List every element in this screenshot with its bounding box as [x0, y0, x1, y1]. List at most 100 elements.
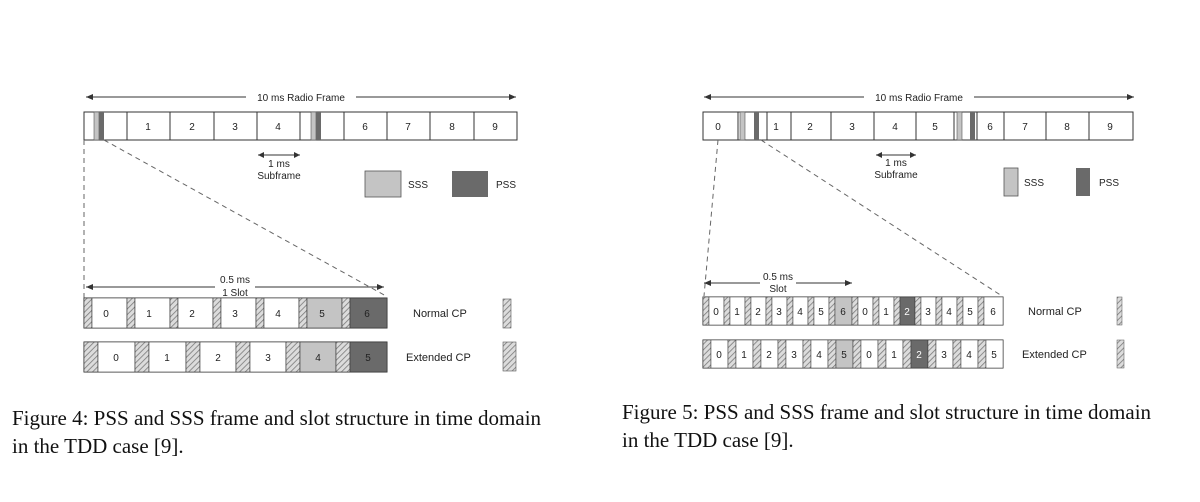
cyclic-prefix: [83, 297, 93, 329]
cyclic-prefix: [83, 341, 99, 373]
ofdm-symbol: [177, 297, 214, 329]
cyclic-prefix: [914, 296, 922, 326]
pss-legend-label: PSS: [1099, 178, 1119, 189]
cyclic-prefix: [727, 339, 737, 369]
cyclic-prefix: [744, 296, 752, 326]
subframe-label: 8: [1064, 122, 1070, 133]
symbol-label: 4: [275, 309, 281, 320]
symbol-label: 0: [113, 353, 119, 364]
cyclic-prefix: [977, 296, 985, 326]
caption-line: in the TDD case [9].: [12, 434, 184, 458]
cyclic-prefix: [212, 297, 222, 329]
symbol-label: 5: [841, 350, 847, 361]
subframe-label: 1: [773, 122, 779, 133]
normal-cp-row: 0 1 2 3 4 5 6 Normal CP: [83, 297, 512, 329]
sss-legend-label: SSS: [408, 180, 428, 191]
symbol-label: 0: [716, 350, 722, 361]
symbol-label: 4: [946, 307, 952, 318]
ofdm-symbol: [263, 297, 300, 329]
slot-word-label: 1 Slot: [222, 288, 248, 299]
extended-cp-label: Extended CP: [406, 352, 471, 364]
subframe-row: 1 2 3 4 6 7 8 9: [83, 111, 518, 141]
symbol-label: 3: [941, 350, 947, 361]
subframe-label: 6: [987, 122, 993, 133]
legend: SSS PSS: [1003, 167, 1119, 197]
ofdm-symbol-sss: [306, 297, 343, 329]
cyclic-prefix: [827, 339, 837, 369]
symbol-label: 1: [146, 309, 152, 320]
symbol-label: 2: [766, 350, 772, 361]
radio-frame-arrow: 10 ms Radio Frame: [86, 90, 516, 104]
pss-legend-swatch: [452, 171, 488, 197]
ofdm-symbol: [249, 341, 287, 373]
symbol-label: 4: [315, 353, 321, 364]
subframe-label: 3: [232, 122, 238, 133]
symbol-label: 1: [734, 307, 740, 318]
sss-legend-label: SSS: [1024, 178, 1044, 189]
symbol-label: 3: [925, 307, 931, 318]
symbol-label: 1: [883, 307, 889, 318]
cyclic-prefix: [255, 297, 265, 329]
cyclic-prefix: [952, 339, 962, 369]
sss-marker: [310, 111, 317, 141]
symbol-label: 3: [776, 307, 782, 318]
symbol-label: 1: [891, 350, 897, 361]
figure-4-caption: Figure 4: PSS and SSS frame and slot str…: [12, 404, 541, 460]
cp-legend-swatch: [1116, 296, 1123, 326]
normal-cp-label: Normal CP: [1028, 306, 1082, 318]
symbol-label: 6: [990, 307, 996, 318]
extended-cp-row: 0 1 2 3 4 5 Extended CP: [83, 341, 517, 373]
cyclic-prefix: [134, 341, 150, 373]
legend: SSS PSS: [364, 170, 516, 198]
symbol-label: 6: [840, 307, 846, 318]
subframe-duration-arrow: 1 ms Subframe: [874, 152, 918, 181]
subframe-label: 5: [932, 122, 938, 133]
cyclic-prefix: [786, 296, 794, 326]
cyclic-prefix: [335, 341, 351, 373]
cyclic-prefix: [935, 296, 943, 326]
symbol-label: 0: [713, 307, 719, 318]
pss-marker: [970, 112, 975, 140]
subframe-label: 0: [715, 122, 721, 133]
sss-marker: [93, 111, 100, 141]
pss-marker: [754, 112, 759, 140]
subframe-label: 7: [405, 122, 411, 133]
cyclic-prefix: [807, 296, 815, 326]
cyclic-prefix: [298, 297, 308, 329]
symbol-label: 2: [755, 307, 761, 318]
subframe-duration-arrow: 1 ms Subframe: [257, 152, 301, 182]
pss-legend-swatch: [1076, 168, 1090, 196]
radio-frame-label: 10 ms Radio Frame: [257, 93, 345, 104]
cyclic-prefix: [852, 339, 862, 369]
symbol-label: 3: [265, 353, 271, 364]
slot-duration-label: 0.5 ms: [763, 272, 793, 283]
cyclic-prefix: [185, 341, 201, 373]
pss-legend-label: PSS: [496, 180, 516, 191]
symbol-label: 6: [364, 309, 370, 320]
cyclic-prefix: [169, 297, 179, 329]
subframe-label: 6: [362, 122, 368, 133]
figure-5: 10 ms Radio Frame 0 1 2 3 4 5: [600, 0, 1200, 502]
slot-duration-arrow: 0.5 ms Slot: [704, 272, 852, 295]
subframe-word-label: Subframe: [257, 171, 301, 182]
ofdm-symbol: [199, 341, 237, 373]
cp-legend-swatch: [1116, 339, 1125, 369]
cp-legend-swatch: [502, 341, 517, 372]
ofdm-symbol-pss: [349, 341, 388, 373]
pss-marker: [316, 112, 321, 140]
cyclic-prefix: [802, 339, 812, 369]
extended-cp-row: 0 1 2 3 4 5 0 1 2 3 4 5 Extended CP: [702, 339, 1125, 369]
ofdm-symbol-pss: [349, 297, 388, 329]
ofdm-symbol: [985, 339, 1004, 369]
zoom-lines: [703, 139, 1003, 297]
cyclic-prefix: [702, 296, 710, 326]
sss-legend-swatch: [1003, 167, 1019, 197]
subframe-label: 9: [1107, 122, 1113, 133]
cyclic-prefix: [977, 339, 987, 369]
symbol-label: 5: [967, 307, 973, 318]
extended-cp-label: Extended CP: [1022, 349, 1087, 361]
sss-marker: [739, 111, 746, 141]
cyclic-prefix: [893, 296, 901, 326]
ofdm-symbol: [97, 341, 136, 373]
subframe-label: 4: [892, 122, 898, 133]
